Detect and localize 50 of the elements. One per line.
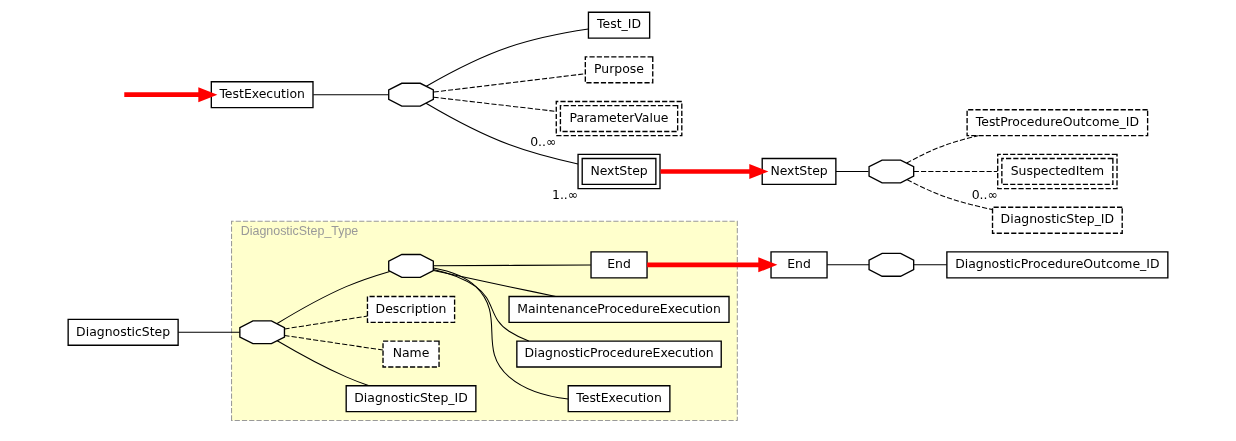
connector xyxy=(906,179,993,211)
node-label: 0..∞ xyxy=(971,186,998,202)
arrow xyxy=(647,257,778,273)
node-box: DiagnosticProcedureOutcome_ID xyxy=(946,251,1169,279)
connector xyxy=(284,315,368,330)
connector xyxy=(826,264,870,266)
node-box: NextStep xyxy=(577,153,661,190)
connector xyxy=(425,102,579,165)
connector xyxy=(433,270,557,297)
node-box: TestExecution xyxy=(210,81,314,109)
node-octagon xyxy=(388,253,434,278)
node-box: MaintenanceProcedureExecution xyxy=(508,295,730,324)
connector xyxy=(276,340,369,387)
node-box: Test_ID xyxy=(587,11,651,39)
node-box: TestExecution xyxy=(567,385,671,413)
node-box: Description xyxy=(366,295,456,324)
connector xyxy=(432,268,530,342)
node-box: Purpose xyxy=(584,56,654,84)
node-box: NextStep xyxy=(761,157,837,186)
connector xyxy=(906,135,979,164)
node-box: End xyxy=(590,251,648,279)
connector xyxy=(433,264,592,267)
node-box: SuspectedItem xyxy=(997,153,1118,190)
connector xyxy=(276,270,391,325)
node-octagon xyxy=(868,252,915,277)
node-box: DiagnosticStep_ID xyxy=(345,385,477,413)
arrow xyxy=(660,163,769,179)
node-box: DiagnosticStep xyxy=(67,318,179,346)
node-octagon xyxy=(239,320,286,345)
connector xyxy=(913,264,948,266)
node-label: 0..∞ xyxy=(530,133,557,149)
connector xyxy=(433,73,586,93)
connector xyxy=(177,331,241,333)
node-box: ParameterValue xyxy=(555,100,683,137)
node-box: DiagnosticProcedureExecution xyxy=(516,340,722,368)
node-octagon xyxy=(868,159,915,184)
connector xyxy=(284,334,384,351)
connector xyxy=(432,267,569,400)
node-box: Name xyxy=(382,340,440,368)
node-box: TestProcedureOutcome_ID xyxy=(966,109,1149,137)
connector xyxy=(433,96,557,112)
node-box: End xyxy=(770,251,828,279)
arrow xyxy=(124,87,218,103)
node-label: 1..∞ xyxy=(552,186,579,202)
node-octagon xyxy=(388,82,434,107)
connector xyxy=(312,94,389,96)
connector xyxy=(913,170,998,172)
connector xyxy=(835,170,870,172)
connector xyxy=(425,28,589,87)
node-box: DiagnosticStep_ID xyxy=(991,206,1123,234)
